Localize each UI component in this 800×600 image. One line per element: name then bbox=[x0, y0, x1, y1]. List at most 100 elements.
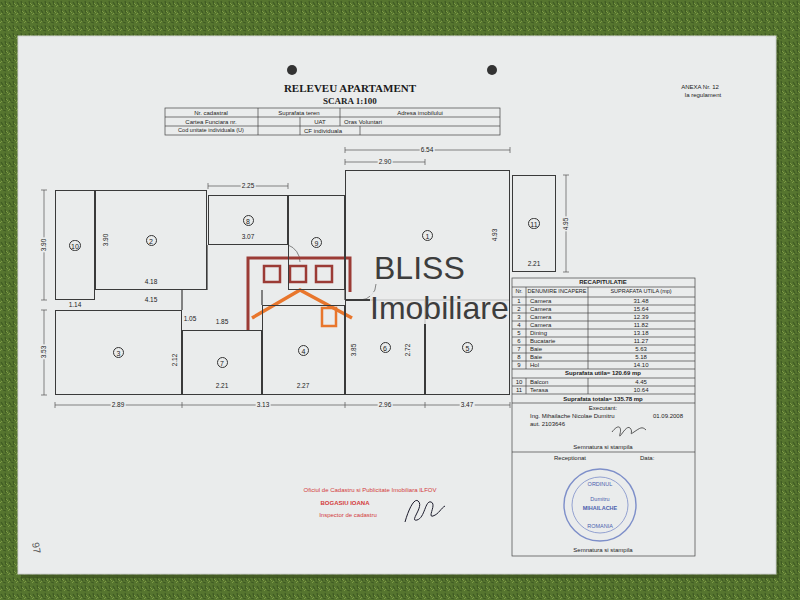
dimension-label: 3.85 bbox=[351, 343, 358, 358]
table-heading: RECAPITULATIE bbox=[579, 279, 627, 285]
table-cell: 5.18 bbox=[635, 354, 647, 360]
table-cell: Semnatura si stampila bbox=[573, 547, 632, 553]
table-cell: 3 bbox=[517, 314, 520, 320]
dimension-label: 4.93 bbox=[492, 228, 499, 243]
table-cell: Camera bbox=[530, 322, 551, 328]
logo-house bbox=[248, 258, 352, 330]
table-cell: Cartea Funciara nr. bbox=[185, 119, 236, 125]
room-outline: 4 bbox=[262, 305, 345, 395]
room-outline: 3 bbox=[55, 310, 182, 395]
paper-sheet bbox=[18, 36, 776, 574]
table-cell: Camera bbox=[530, 298, 551, 304]
room-outline: 10 bbox=[55, 190, 95, 300]
table-cell: Receptionat bbox=[554, 455, 586, 461]
table-cell: 6 bbox=[517, 338, 520, 344]
dimension-lines bbox=[41, 147, 569, 408]
surveyor-stamp bbox=[564, 469, 636, 541]
table-cell: 12.39 bbox=[633, 314, 648, 320]
table-cell: Data: bbox=[640, 455, 654, 461]
table-cell: Dining bbox=[530, 330, 547, 336]
table-cell: 10 bbox=[516, 379, 523, 385]
table-cell: aut. 2103646 bbox=[530, 421, 565, 427]
room-outline: 2 bbox=[95, 190, 207, 290]
stamp-text: Dumitru bbox=[590, 497, 609, 503]
table-cell: Camera bbox=[530, 314, 551, 320]
table-cell: Bucatarie bbox=[530, 338, 555, 344]
recap-table-grid bbox=[512, 278, 695, 556]
dimension-label: 2.96 bbox=[378, 402, 393, 409]
table-cell: 7 bbox=[517, 346, 520, 352]
dimension-label: 2.21 bbox=[527, 261, 542, 268]
table-cell: Executant: bbox=[589, 405, 617, 411]
dimension-label: 2.89 bbox=[111, 402, 126, 409]
dimension-label: 3.90 bbox=[103, 233, 110, 248]
room-number: 1 bbox=[422, 230, 433, 241]
room-number: 11 bbox=[528, 218, 539, 229]
table-total: Suprafata totala= 135.78 mp bbox=[563, 396, 643, 402]
watermark: BLISS bbox=[374, 252, 465, 284]
table-cell: Balcon bbox=[530, 379, 548, 385]
dimension-label: 4.18 bbox=[144, 279, 159, 286]
stamp-text: ROMANIA bbox=[587, 524, 613, 530]
dimension-label: 3.13 bbox=[256, 402, 271, 409]
dimension-label: 2.27 bbox=[296, 383, 311, 390]
table-cell: 8 bbox=[517, 354, 520, 360]
stamp-text: Oficiul de Cadastru si Publicitate Imobi… bbox=[303, 487, 436, 493]
dimension-label: 1.85 bbox=[215, 319, 230, 326]
table-cell: DENUMIRE INCAPERE bbox=[528, 289, 587, 295]
table-cell: Baie bbox=[530, 346, 542, 352]
punch-hole bbox=[287, 65, 297, 75]
room-number: 4 bbox=[298, 345, 309, 356]
table-cell: 31.48 bbox=[633, 298, 648, 304]
table-cell: Nr. bbox=[515, 289, 522, 295]
table-cell: 1 bbox=[517, 298, 520, 304]
table-cell: 15.64 bbox=[633, 306, 648, 312]
table-cell: 2 bbox=[517, 306, 520, 312]
table-cell: 4.45 bbox=[635, 379, 647, 385]
table-cell: Cod unitate individuala (U) bbox=[178, 128, 244, 134]
table-cell: 11 bbox=[516, 387, 522, 393]
table-cell: 11.27 bbox=[634, 338, 649, 344]
table-cell: 9 bbox=[517, 362, 520, 368]
room-number: 10 bbox=[69, 240, 81, 251]
table-cell: Semnatura si stampila bbox=[573, 444, 632, 450]
table-cell: 10.64 bbox=[633, 387, 648, 393]
dimension-label: 3.47 bbox=[460, 402, 475, 409]
room-number: 9 bbox=[311, 237, 322, 248]
dimension-label: 2.90 bbox=[378, 159, 393, 166]
stamp-text: BOGASIU IOANA bbox=[320, 500, 369, 506]
table-cell: Suprafata teren bbox=[278, 110, 319, 116]
room-number: 5 bbox=[462, 342, 473, 353]
table-cell: Hol bbox=[530, 362, 539, 368]
stamp-text: ORDINUL bbox=[588, 482, 613, 488]
table-cell: Adresa imobilului bbox=[397, 110, 443, 116]
room-number: 8 bbox=[243, 215, 254, 226]
table-cell: CF individuala bbox=[304, 128, 342, 134]
punch-hole bbox=[487, 65, 497, 75]
room-outline: 9 bbox=[288, 195, 345, 290]
dimension-label: 4.95 bbox=[563, 217, 570, 232]
table-cell: 4 bbox=[517, 322, 520, 328]
stamp-text: Inspector de cadastru bbox=[319, 512, 377, 518]
table-total: Suprafata utila= 120.69 mp bbox=[565, 370, 641, 376]
table-cell: 11.82 bbox=[634, 322, 649, 328]
watermark: Imobiliare bbox=[370, 292, 509, 324]
table-cell: Nr. cadastral bbox=[194, 110, 228, 116]
dimension-label: 2.21 bbox=[215, 383, 230, 390]
table-cell: 5 bbox=[517, 330, 520, 336]
table-cell: Terasa bbox=[530, 387, 548, 393]
inspector-signature bbox=[405, 500, 445, 522]
table-cell: 14.10 bbox=[633, 362, 648, 368]
table-cell: 5.63 bbox=[635, 346, 647, 352]
annex-note: la regulament bbox=[685, 92, 721, 98]
annex-note: ANEXA Nr. 12 bbox=[681, 84, 719, 90]
scale-note: SCARA 1:100 bbox=[323, 97, 377, 106]
stamp-text: MIHAILACHE bbox=[583, 506, 618, 512]
dimension-label: 2.12 bbox=[172, 353, 179, 368]
table-cell: Ing. Mihailache Nicolae Dumitru bbox=[530, 413, 615, 419]
room-outline: 11 bbox=[512, 175, 556, 272]
dimension-label: 1.05 bbox=[183, 316, 198, 323]
table-cell: 13.18 bbox=[633, 330, 648, 336]
table-cell: 01.09.2008 bbox=[653, 413, 683, 419]
